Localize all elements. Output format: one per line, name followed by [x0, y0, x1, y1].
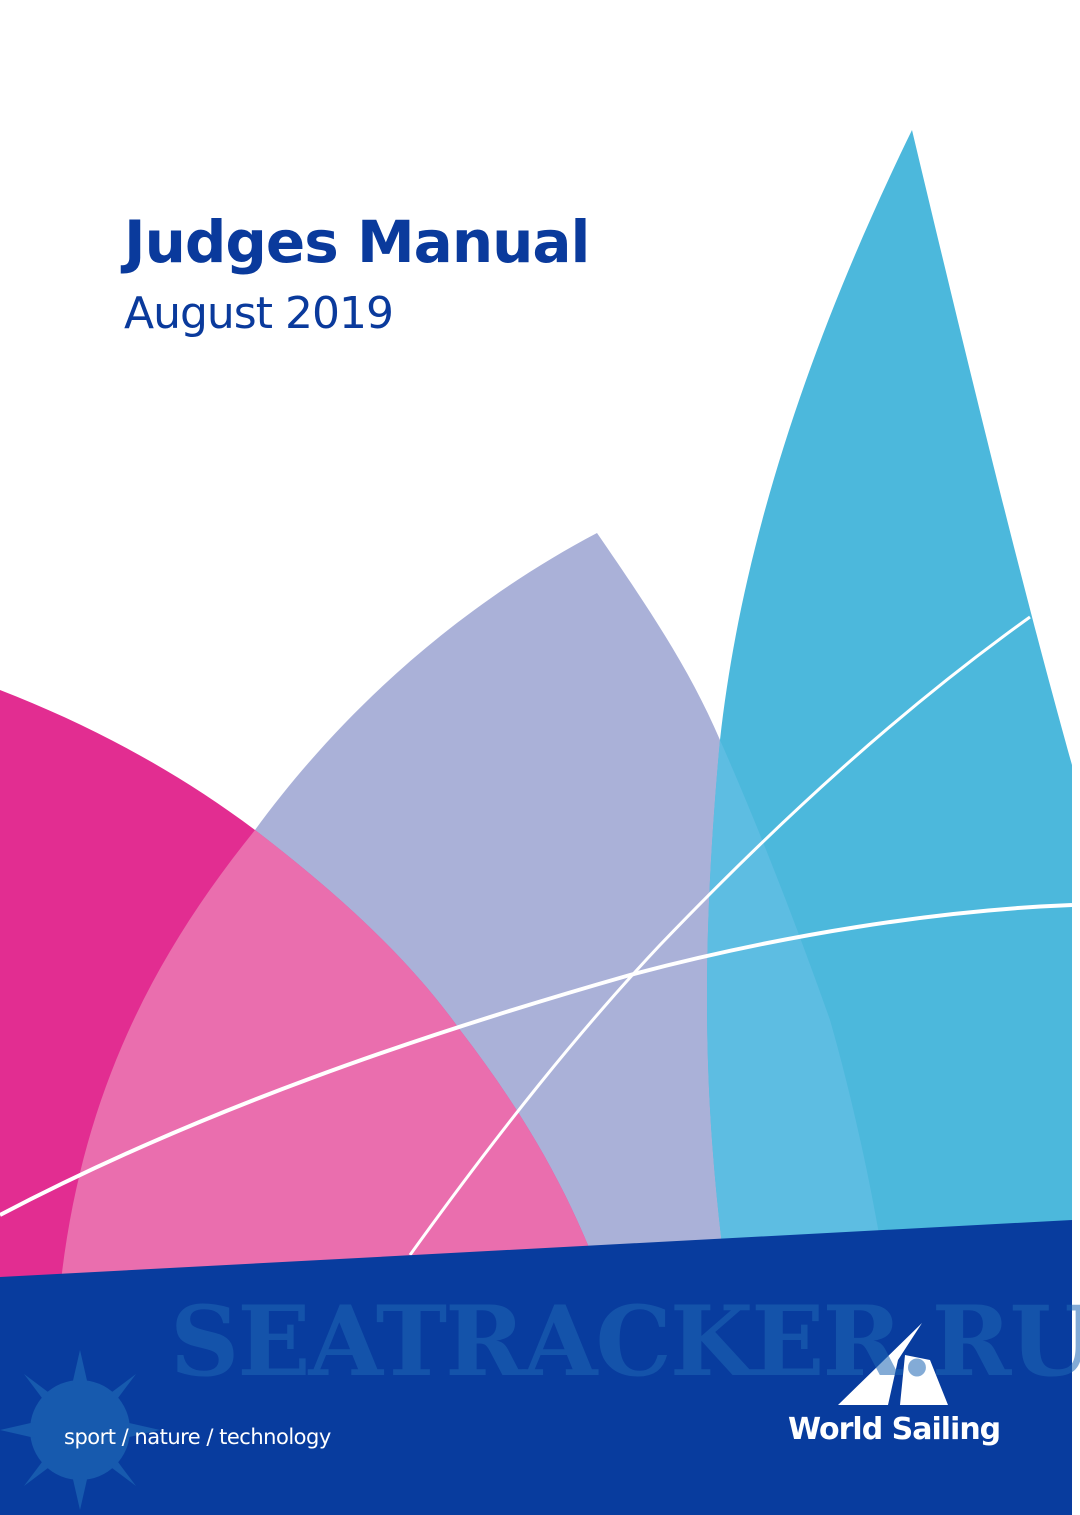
white-curve-line [408, 615, 1031, 1256]
brand-name: World Sailing [788, 1412, 1001, 1447]
watermark-sun-icon [0, 1350, 160, 1510]
watermark-text: SEATRACKER.RU [170, 1285, 1080, 1398]
document-date: August 2019 [124, 288, 394, 339]
navy-band [0, 1220, 1072, 1515]
world-sailing-logo-icon [838, 1323, 948, 1405]
cyan-overlap [707, 533, 880, 1245]
white-curve-line [0, 903, 1073, 1217]
document-title: Judges Manual [124, 208, 590, 276]
tagline: sport / nature / technology [64, 1425, 331, 1449]
